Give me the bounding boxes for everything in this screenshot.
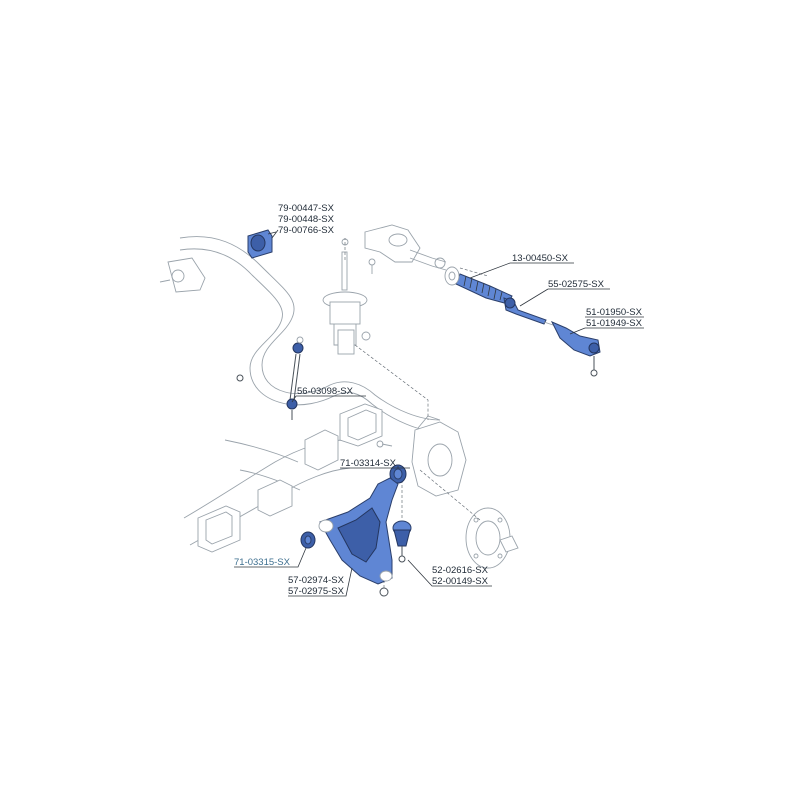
subframe-sketch <box>183 403 393 553</box>
label-stabilizer-bushing-3: 79-00766-SX <box>278 225 335 236</box>
label-stabilizer-bushing-2: 79-00448-SX <box>278 214 335 225</box>
label-ball-joint-1: 52-02616-SX <box>432 565 489 576</box>
control-arm-part <box>318 477 399 597</box>
label-front-arm-bushing: 71-03315-SX <box>234 557 291 568</box>
tie-rod-boot-part <box>444 266 513 305</box>
strut-sketch <box>322 238 371 355</box>
tie-rod-end-part <box>550 321 601 377</box>
ball-joint-part <box>392 520 412 563</box>
label-tie-rod-end-1: 51-01950-SX <box>586 307 643 318</box>
label-control-arm-2: 57-02975-SX <box>288 586 345 597</box>
inner-tie-rod-part <box>503 297 557 327</box>
label-ball-joint-2: 52-00149-SX <box>432 576 489 587</box>
stabilizer-bar-sketch <box>159 236 441 433</box>
stabilizer-bushing-part <box>247 229 277 259</box>
steering-rack-sketch <box>364 224 447 274</box>
label-inner-tie-rod: 55-02575-SX <box>548 279 605 290</box>
rear-arm-bushing-part <box>389 464 407 484</box>
label-stabilizer-bushing-1: 79-00447-SX <box>278 203 335 214</box>
front-arm-bushing-part <box>300 531 316 549</box>
knuckle-hub-sketch <box>411 415 519 569</box>
label-tie-rod-end-2: 51-01949-SX <box>586 318 643 329</box>
leader-lines <box>234 229 644 597</box>
label-control-arm-1: 57-02974-SX <box>288 575 345 586</box>
label-tie-rod-boot: 13-00450-SX <box>512 253 569 264</box>
label-stabilizer-link: 56-03098-SX <box>297 386 354 397</box>
part-number-labels: 79-00447-SX 79-00448-SX 79-00766-SX 13-0… <box>234 203 643 597</box>
label-rear-arm-bushing: 71-03314-SX <box>340 458 397 469</box>
stabilizer-link-part <box>286 336 304 420</box>
